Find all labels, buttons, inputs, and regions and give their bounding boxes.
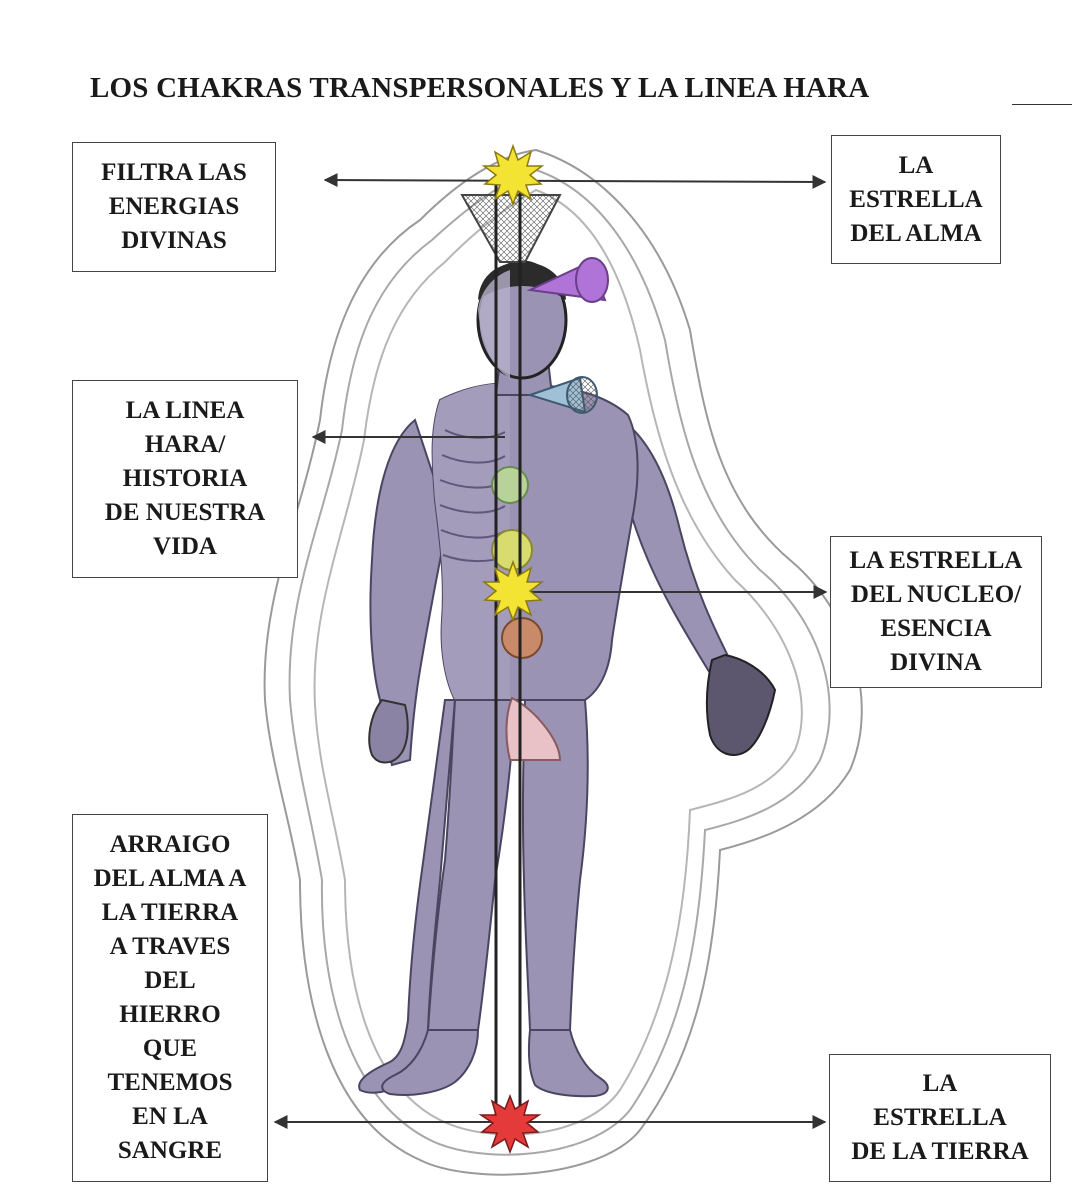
label-line: ESENCIA: [880, 615, 992, 642]
label-filtra-energias: FILTRA LAS ENERGIAS DIVINAS: [72, 142, 276, 272]
label-line: DEL ALMA: [850, 219, 982, 247]
left-foot: [381, 1029, 480, 1096]
label-line: EN LA: [132, 1103, 208, 1130]
label-line: HISTORIA: [122, 465, 248, 492]
left-leg: [358, 699, 457, 1094]
label-line: A TRAVES: [109, 933, 231, 960]
label-line: LA TIERRA: [101, 899, 239, 926]
label-line: LA: [922, 1070, 958, 1097]
label-line: DEL: [144, 967, 196, 994]
label-estrella-tierra: LA ESTRELLA DE LA TIERRA: [829, 1054, 1051, 1182]
page-title: LOS CHAKRAS TRANSPERSONALES Y LA LINEA H…: [90, 72, 870, 104]
label-linea-hara: LA LINEA HARA/ HISTORIA DE NUESTRA VIDA: [72, 380, 298, 578]
earth-star: [478, 1093, 542, 1155]
torso-skeletal-side: [432, 383, 510, 700]
label-line: DEL NUCLEO/: [850, 581, 1022, 608]
third-eye-chakra: [526, 257, 609, 303]
right-hand: [705, 653, 777, 756]
label-line: ESTRELLA: [849, 185, 983, 213]
hair: [478, 262, 566, 300]
label-line: HARA/: [144, 431, 226, 458]
core-star: [481, 559, 545, 623]
label-line: DE LA TIERRA: [851, 1138, 1029, 1165]
label-line: FILTRA LAS: [101, 159, 247, 186]
aura-outlines: [263, 148, 863, 1176]
label-line: VIDA: [153, 533, 217, 560]
label-line: ARRAIGO: [109, 831, 231, 858]
label-line: ESTRELLA: [873, 1104, 1007, 1131]
label-line: LA ESTRELLA: [849, 547, 1023, 574]
label-estrella-nucleo: LA ESTRELLA DEL NUCLEO/ ESENCIA DIVINA: [830, 536, 1042, 688]
human-figure: [358, 260, 777, 1098]
label-line: HIERRO: [119, 1001, 221, 1028]
face-shade: [478, 270, 510, 378]
label-line: LA: [898, 151, 934, 179]
left-hand: [368, 698, 409, 764]
label-line: SANGRE: [117, 1137, 223, 1164]
aura-inner: [313, 188, 803, 1136]
hara-line: [494, 180, 522, 1128]
arrow-soul-star: [323, 173, 827, 189]
label-line: ENERGIAS: [108, 193, 240, 220]
label-line: DE NUESTRA: [104, 499, 266, 526]
soul-star: [481, 143, 545, 207]
label-line: LA LINEA: [125, 397, 245, 424]
label-line: DEL ALMA A: [93, 865, 247, 892]
label-line: DIVINA: [890, 649, 982, 676]
label-line: QUE: [142, 1035, 198, 1062]
right-foot: [527, 1029, 609, 1098]
aura-outer: [263, 148, 863, 1176]
sacral-chakra: [501, 617, 543, 659]
label-line: DIVINAS: [121, 227, 227, 254]
label-estrella-alma: LA ESTRELLA DEL ALMA: [831, 135, 1001, 264]
label-arraigo: ARRAIGO DEL ALMA A LA TIERRA A TRAVES DE…: [72, 814, 268, 1182]
throat-chakra: [526, 376, 598, 414]
aura-middle: [288, 168, 831, 1156]
crown-funnel: [460, 194, 562, 263]
title-rule: [1012, 104, 1072, 105]
label-line: TENEMOS: [107, 1069, 233, 1096]
pointer-arrows: [273, 173, 828, 1129]
